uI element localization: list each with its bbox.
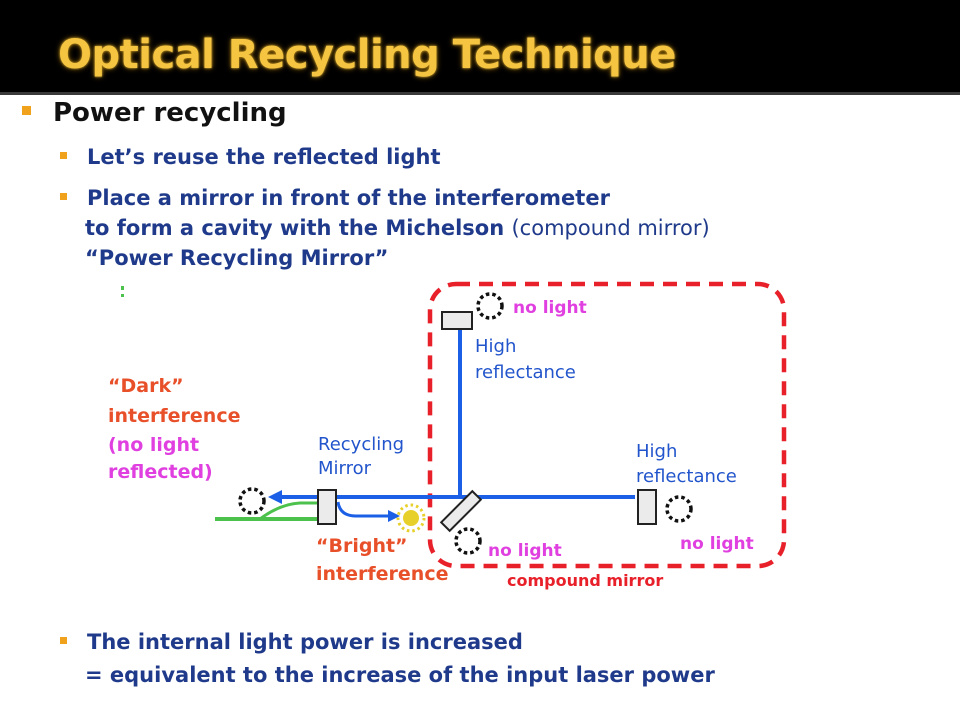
sub-bullet-text: Let’s reuse the reflected light	[87, 145, 441, 169]
sub-bullet-text: The internal light power is increased	[87, 630, 523, 654]
compound-mirror-outline	[427, 281, 787, 569]
continuation-paren: (compound mirror)	[511, 216, 710, 240]
bullet-marker	[60, 151, 67, 159]
recycling-mirror-icon	[317, 489, 337, 525]
end-mirror-top-icon	[441, 311, 473, 330]
no-light-circle-icon	[454, 527, 482, 555]
no-light-circle-icon	[476, 292, 504, 320]
bullet-text: Power recycling	[53, 98, 287, 128]
no-light-bs-label: no light	[488, 541, 562, 561]
bright-sun-icon	[396, 503, 426, 533]
high-reflectance-top-1: High	[475, 336, 516, 357]
reflected-green-beam	[259, 501, 318, 521]
stray-mark	[121, 294, 124, 297]
sub-bullet-reuse: Let’s reuse the reflected light	[60, 142, 441, 172]
high-reflectance-top-2: reflectance	[475, 362, 576, 383]
recycling-mirror-label-2: Mirror	[318, 458, 372, 479]
dark-label-1: “Dark”	[108, 375, 184, 397]
high-reflectance-right-2: reflectance	[636, 466, 737, 487]
stray-mark	[121, 286, 124, 290]
no-light-top-label: no light	[513, 298, 587, 318]
no-light-right-label: no light	[680, 534, 754, 554]
dark-label-2: interference	[108, 405, 240, 427]
bullet-marker	[22, 106, 31, 115]
title-divider	[0, 92, 960, 95]
dark-port-circle-icon	[238, 487, 266, 515]
sub-bullet-internal-power: The internal light power is increased	[60, 627, 523, 657]
high-reflectance-right-1: High	[636, 441, 677, 462]
slide-title: Optical Recycling Technique	[58, 32, 676, 78]
compound-mirror-label: compound mirror	[507, 571, 663, 590]
recycling-mirror-label-1: Recycling	[318, 434, 404, 455]
bullet-marker	[60, 636, 67, 644]
end-mirror-right-icon	[637, 489, 657, 525]
bullet-power-recycling: Power recycling	[22, 98, 287, 128]
sub-bullet-equivalent: = equivalent to the increase of the inpu…	[85, 663, 715, 687]
sub-bullet-text: Place a mirror in front of the interfero…	[87, 186, 610, 210]
bright-label-2: interference	[316, 563, 448, 585]
arrow-right-icon	[388, 510, 400, 522]
no-light-circle-icon	[665, 495, 693, 523]
bright-label-1: “Bright”	[316, 535, 408, 557]
dark-label-4: reflected)	[108, 461, 213, 483]
dark-label-3: (no light	[108, 434, 199, 456]
title-bar	[0, 0, 960, 92]
arrow-left-icon	[268, 490, 282, 504]
sub-bullet-place-mirror: Place a mirror in front of the interfero…	[60, 183, 610, 213]
bullet-marker	[60, 192, 67, 200]
beam-splitter-icon	[439, 489, 483, 533]
bright-return-beam	[336, 501, 392, 518]
continuation-text: to form a cavity with the Michelson	[85, 216, 505, 240]
sub-bullet-continuation: to form a cavity with the Michelson (com…	[85, 213, 710, 243]
sub-bullet-continuation-2: “Power Recycling Mirror”	[85, 246, 389, 270]
